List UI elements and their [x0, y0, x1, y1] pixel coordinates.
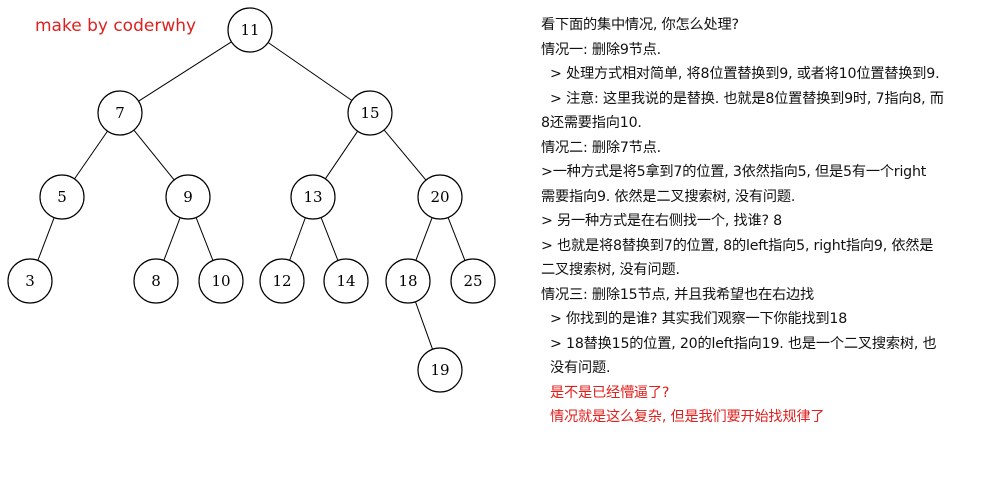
- node-label: 12: [272, 272, 291, 290]
- watermark-text: make by coderwhy: [35, 16, 197, 36]
- tree-node-5: 5: [39, 174, 85, 220]
- node-label: 10: [211, 272, 230, 290]
- edge-13-to-12: [289, 217, 306, 261]
- case-two-step-3: > 也就是将8替换到7的位置, 8的left指向5, right指向9, 依然是: [541, 237, 934, 254]
- case-three-step-1: > 你找到的是谁? 其实我们观察一下你能找到18: [550, 311, 848, 327]
- edge-5-to-3: [37, 217, 55, 261]
- node-circle: [165, 174, 211, 220]
- node-label: 20: [430, 188, 449, 206]
- case-one-step-1: > 处理方式相对简单, 将8位置替换到9, 或者将10位置替换到9.: [550, 66, 940, 82]
- tree-node-9: 9: [165, 174, 211, 220]
- node-circle: [7, 258, 53, 304]
- node-label: 7: [115, 104, 125, 122]
- tree-node-19: 19: [417, 347, 463, 393]
- node-circle: [133, 258, 179, 304]
- edge-7-to-5: [74, 130, 108, 180]
- tree-node-18: 18: [385, 258, 431, 304]
- case-two-step-3-cont: 二叉搜索树, 没有问题.: [541, 262, 680, 278]
- closing-remark: 情况就是这么复杂, 但是我们要开始找规律了: [550, 409, 825, 425]
- node-circle: [450, 258, 496, 304]
- edge-9-to-10: [195, 217, 214, 261]
- tree-node-15: 15: [347, 90, 393, 136]
- node-circle: [347, 90, 393, 136]
- node-circle: [259, 258, 305, 304]
- node-circle: [39, 174, 85, 220]
- edge-20-to-25: [447, 217, 466, 261]
- explanation-notes: 看下面的集中情况, 你怎么处理? 情况一: 删除9节点. > 处理方式相对简单,…: [541, 13, 1003, 430]
- edge-15-to-13: [324, 130, 359, 180]
- tree-edges: [37, 41, 466, 350]
- tree-node-20: 20: [417, 174, 463, 220]
- edge-11-to-7: [138, 41, 232, 102]
- binary-search-tree-diagram: 11 7 15 5 9 13 20 3 8 10 12 14 18 25 19: [7, 7, 496, 393]
- node-label: 25: [463, 272, 482, 290]
- node-circle: [417, 347, 463, 393]
- case-two-heading: 情况二: 删除7节点.: [541, 139, 661, 156]
- notes-intro: 看下面的集中情况, 你怎么处理?: [541, 17, 739, 33]
- tree-node-25: 25: [450, 258, 496, 304]
- case-one-heading: 情况一: 删除9节点.: [541, 41, 661, 58]
- edge-7-to-9: [133, 129, 175, 181]
- node-label: 8: [151, 272, 161, 290]
- edge-11-to-15: [267, 42, 353, 101]
- case-two-step-1-cont: 需要指向9. 依然是二叉搜索树, 没有问题.: [541, 188, 796, 205]
- edge-15-to-20: [383, 129, 427, 181]
- node-circle: [385, 258, 431, 304]
- case-three-step-2-cont: 没有问题.: [550, 360, 611, 376]
- node-circle: [323, 258, 369, 304]
- node-circle: [198, 258, 244, 304]
- case-three-heading: 情况三: 删除15节点, 并且我希望也在右边找: [541, 286, 814, 303]
- edge-9-to-8: [163, 217, 181, 261]
- node-label: 18: [398, 272, 417, 290]
- node-label: 15: [360, 104, 379, 122]
- case-one-step-2-cont: 8还需要指向10.: [541, 115, 642, 131]
- node-circle: [97, 90, 143, 136]
- tree-node-13: 13: [290, 174, 336, 220]
- case-two-step-1: >一种方式是将5拿到7的位置, 3依然指向5, 但是5有一个right: [541, 164, 927, 180]
- edge-18-to-19: [414, 301, 434, 350]
- tree-node-3: 3: [7, 258, 53, 304]
- node-label: 14: [336, 272, 355, 290]
- case-one-step-2: > 注意: 这里我说的是替换. 也就是8位置替换到9时, 7指向8, 而: [550, 90, 944, 107]
- confused-question: 是不是已经懵逼了?: [550, 384, 670, 401]
- node-label: 5: [57, 188, 67, 206]
- case-two-step-2: > 另一种方式是在右侧找一个, 找谁? 8: [541, 213, 782, 229]
- node-circle: [290, 174, 336, 220]
- edge-20-to-18: [415, 217, 433, 261]
- tree-nodes: 11 7 15 5 9 13 20 3 8 10 12 14 18 25 19: [7, 7, 496, 393]
- node-label: 19: [430, 361, 449, 379]
- tree-node-12: 12: [259, 258, 305, 304]
- tree-node-11: 11: [227, 7, 273, 53]
- node-label: 11: [240, 21, 259, 39]
- node-circle: [227, 7, 273, 53]
- tree-node-7: 7: [97, 90, 143, 136]
- node-label: 13: [303, 188, 322, 206]
- tree-node-14: 14: [323, 258, 369, 304]
- tree-node-8: 8: [133, 258, 179, 304]
- node-label: 9: [183, 188, 193, 206]
- tree-node-10: 10: [198, 258, 244, 304]
- case-three-step-2: > 18替换15的位置, 20的left指向19. 也是一个二叉搜索树, 也: [550, 335, 937, 352]
- node-label: 3: [25, 272, 35, 290]
- node-circle: [417, 174, 463, 220]
- edge-13-to-14: [320, 217, 339, 261]
